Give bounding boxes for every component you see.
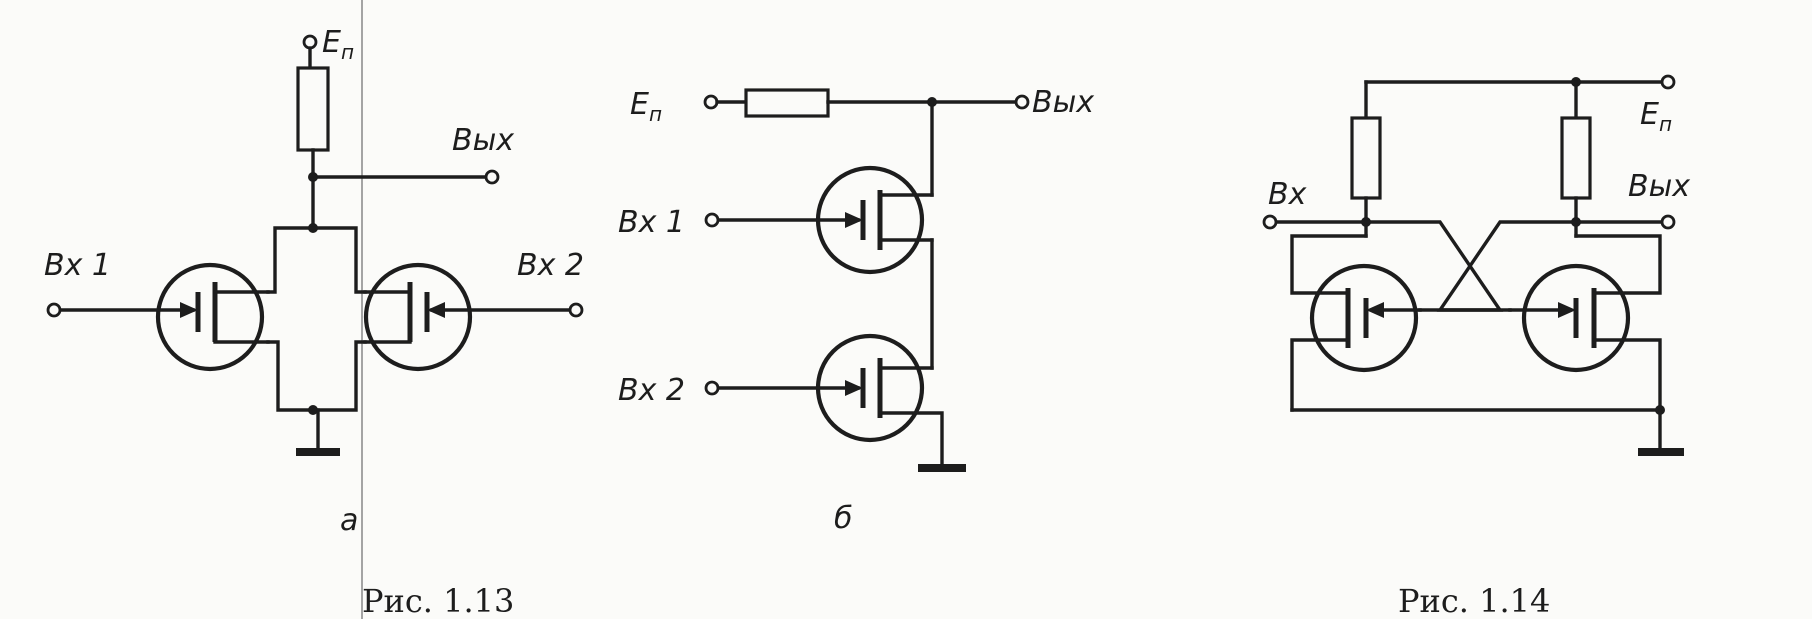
- input-terminal-14: [1262, 214, 1278, 230]
- supply-label-b: Eп: [630, 87, 662, 126]
- caption-1-14: Рис. 1.14: [1398, 582, 1550, 619]
- output-terminal-a: [484, 169, 500, 185]
- output-label-14: Вых: [1628, 169, 1690, 204]
- supply-terminal-14: [1660, 74, 1676, 90]
- circuit-1-13-b: Eп Вых Вх 1 Вх 2 б: [618, 85, 1094, 536]
- transistor-top-b: [716, 165, 934, 275]
- transistor-bottom-b: [716, 333, 944, 467]
- cross-coupling-2: [1436, 220, 1578, 312]
- supply-terminal-a: [302, 34, 318, 50]
- input2-terminal-a: [568, 302, 584, 318]
- input1-terminal-b: [704, 212, 720, 228]
- circuit-1-14: Eп Вх Вых: [1262, 74, 1690, 456]
- output-terminal-b: [1014, 94, 1030, 110]
- load-resistor-left-14: [1350, 116, 1382, 200]
- output-terminal-14: [1660, 214, 1676, 230]
- supply-label-a: Eп: [322, 25, 354, 64]
- output-label-a: Вых: [452, 123, 514, 158]
- input1-label-a: Вх 1: [44, 248, 111, 283]
- supply-label-14: Eп: [1640, 97, 1672, 136]
- load-resistor-right-14: [1560, 116, 1592, 200]
- input1-label-b: Вх 1: [618, 205, 685, 240]
- circuit-1-13-a: Eп Вых Вх 1 Вх 2 а: [44, 25, 584, 538]
- input2-terminal-b: [704, 380, 720, 396]
- cross-coupling-1: [1364, 220, 1504, 312]
- transistor-right-a: [363, 262, 572, 372]
- load-resistor-a: [296, 66, 330, 152]
- input2-label-b: Вх 2: [618, 373, 685, 408]
- sublabel-b: б: [834, 501, 853, 536]
- input-label-14: Вх: [1268, 177, 1307, 212]
- input1-terminal-a: [46, 302, 62, 318]
- supply-terminal-b: [703, 94, 719, 110]
- transistor-left-14: [1290, 234, 1422, 412]
- transistor-right-14: [1508, 234, 1662, 412]
- caption-1-13: Рис. 1.13: [362, 582, 514, 619]
- load-resistor-b: [744, 88, 830, 118]
- transistor-left-a: [58, 262, 270, 372]
- input2-label-a: Вх 2: [517, 248, 584, 283]
- sublabel-a: а: [340, 503, 358, 538]
- output-label-b: Вых: [1032, 85, 1094, 120]
